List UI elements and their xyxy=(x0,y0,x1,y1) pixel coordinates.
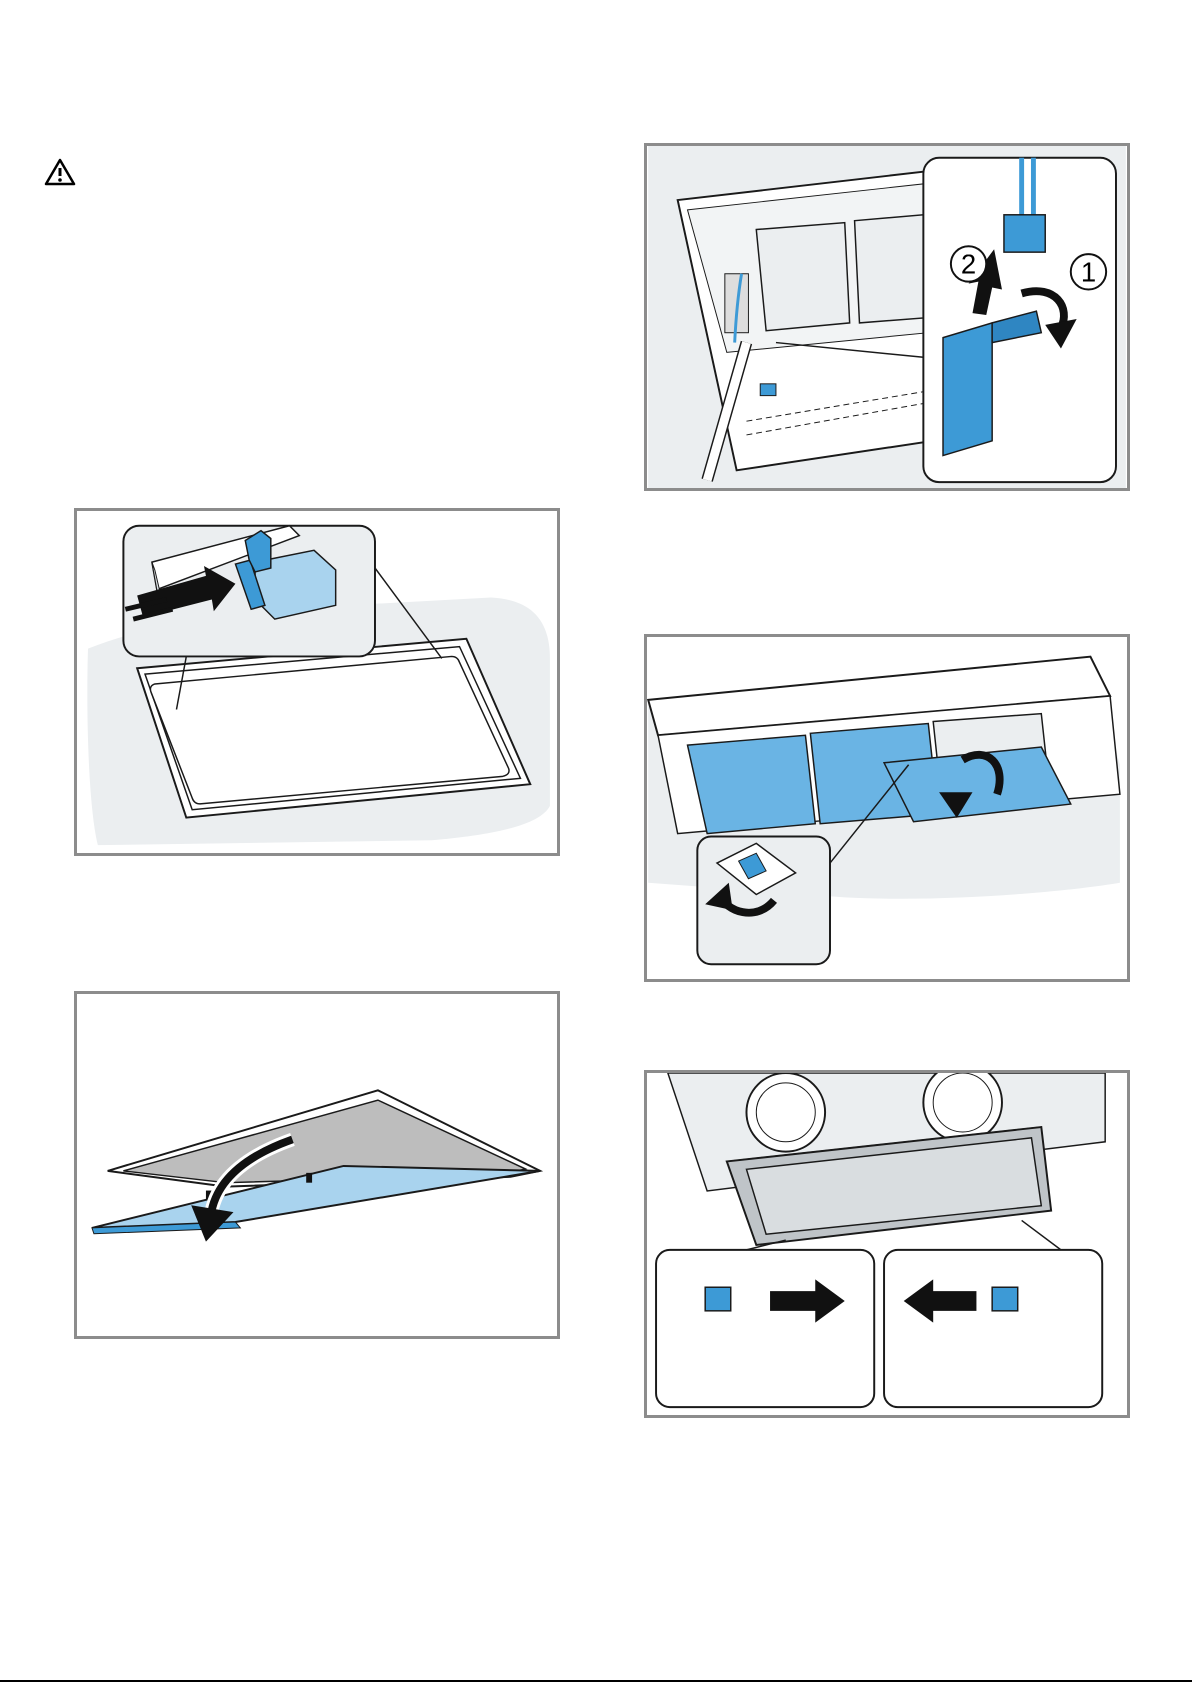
figure-disconnect-plug: 2 1 xyxy=(644,143,1130,491)
figure-slide-catches xyxy=(644,1070,1130,1418)
press-latch-illustration xyxy=(77,511,557,853)
bottom-rule xyxy=(0,1680,1192,1682)
disconnect-light-plug-illustration: 2 1 xyxy=(647,146,1127,488)
warning-triangle-icon xyxy=(44,158,76,186)
lower-filter-panel-illustration xyxy=(77,994,557,1336)
step-label-1: 1 xyxy=(1081,257,1096,288)
figure-press-latch xyxy=(74,508,560,856)
step-label-2: 2 xyxy=(961,249,976,280)
fold-out-grease-filter-illustration xyxy=(647,637,1127,979)
figure-lower-panel xyxy=(74,991,560,1339)
slide-filter-catches-illustration xyxy=(647,1073,1127,1415)
figure-fold-out-filter xyxy=(644,634,1130,982)
